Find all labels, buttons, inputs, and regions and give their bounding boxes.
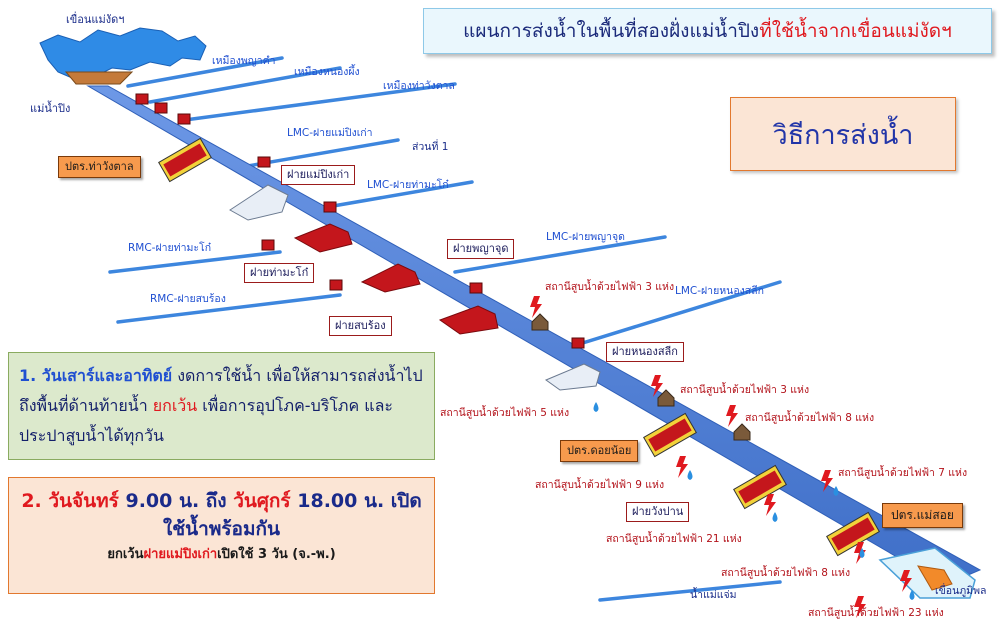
weir-box-tha-mako: ฝายท่ามะโก๋: [244, 263, 315, 284]
white-weirs: [229, 184, 601, 391]
pump-label-21: สถานีสูบน้ำด้วยไฟฟ้า 21 แห่ง: [606, 533, 742, 545]
weir-box-wang-pan: ฝายวังปาน: [626, 502, 690, 523]
weir-box-sop-rong: ฝายสบร้อง: [329, 316, 392, 337]
regulator-gates: [158, 137, 880, 557]
title-main: แผนการส่งน้ำในพื้นที่สองฝั่งแม่น้ำปิง: [463, 20, 760, 42]
label-rmc-tha-mako: RMC-ฝายท่ามะโก๋: [128, 242, 212, 254]
note2-line1: 2. วันจันทร์ 9.00 น. ถึง วันศุกร์ 18.00 …: [17, 488, 426, 514]
note2-num: 2. วันจันทร์: [21, 490, 119, 512]
note2-time-b: 18.00 น. เปิด: [290, 490, 422, 512]
note2-time-a: 9.00 น. ถึง: [118, 490, 234, 512]
label-lmc-mae-ping-kao: LMC-ฝายแม่ปิงเก่า: [287, 127, 373, 139]
pump-label-8a: สถานีสูบน้ำด้วยไฟฟ้า 8 แห่ง: [745, 412, 875, 424]
note2-l3-highlight: ฝายแม่ปิงเก่า: [143, 547, 218, 562]
label-mae-ping-river: แม่น้ำปิง: [30, 102, 71, 115]
label-rmc-sop-rong: RMC-ฝายสบร้อง: [150, 293, 226, 305]
note1-text-a: งดการใช้น้ำ เพื่อให้สามารถส่งน้ำไปถึงพื้…: [19, 366, 423, 415]
reservoir-shape: [39, 27, 207, 79]
label-bhumibol-dam: เขื่อนภูมิพล: [935, 585, 987, 597]
label-mae-chaem-river: น้ำแม่แจ่ม: [690, 589, 737, 601]
weir-box-mae-ping-kao: ฝายแม่ปิงเก่า: [281, 165, 356, 186]
note2-l3-b: เปิดใช้ 3 วัน (จ.-พ.): [217, 547, 336, 562]
label-mueang-nong-phueng: เหมืองหนองผึ้ง: [294, 66, 360, 78]
pump-label-3a: สถานีสูบน้ำด้วยไฟฟ้า 3 แห่ง: [545, 281, 675, 293]
canals: [108, 56, 782, 602]
weir-box-nong-salik: ฝายหนองสลีก: [606, 342, 684, 363]
mae-ping-river-channel: [86, 85, 982, 586]
note-weekend: 1. วันเสาร์และอาทิตย์ งดการใช้น้ำ เพื่อใ…: [8, 352, 435, 460]
label-mueang-phaya-kham: เหมืองพญาคำ: [212, 55, 276, 67]
project-box-mae-soi: ปตร.แม่สอย: [882, 503, 963, 529]
label-section-1: ส่วนที่ 1: [412, 141, 449, 153]
note2-l3-a: ยกเว้น: [107, 547, 144, 562]
note2-line2: ใช้น้ำพร้อมกัน: [163, 518, 280, 540]
label-dam-mae-ngat: เขื่อนแม่งัดฯ: [66, 13, 125, 26]
canal-head-gates: [135, 93, 585, 349]
pump-label-7: สถานีสูบน้ำด้วยไฟฟ้า 7 แห่ง: [838, 467, 968, 479]
pump-label-23: สถานีสูบน้ำด้วยไฟฟ้า 23 แห่ง: [808, 607, 944, 619]
pump-huts: [531, 313, 751, 441]
note1-highlight: ยกเว้น: [152, 396, 198, 415]
note1-text-b: เพื่อการอุปโภค-บริโภค และประปาสูบน้ำได้ท…: [19, 396, 393, 445]
dam-structure: [64, 71, 134, 85]
note-weekday: 2. วันจันทร์ 9.00 น. ถึง วันศุกร์ 18.00 …: [8, 477, 435, 594]
pump-label-8b: สถานีสูบน้ำด้วยไฟฟ้า 8 แห่ง: [721, 567, 851, 579]
title-highlight: ที่ใช้น้ำจากเขื่อนแม่งัดฯ: [759, 20, 952, 42]
project-box-doi-noi: ปตร.ดอยน้อย: [560, 440, 639, 463]
pump-label-3b: สถานีสูบน้ำด้วยไฟฟ้า 3 แห่ง: [680, 384, 810, 396]
label-lmc-phaya-chut: LMC-ฝายพญาจุด: [546, 231, 625, 243]
pump-label-5: สถานีสูบน้ำด้วยไฟฟ้า 5 แห่ง: [440, 407, 570, 419]
label-lmc-nong-salik: LMC-ฝายหนองสลีก: [675, 285, 764, 297]
weir-box-phaya-chut: ฝายพญาจุด: [447, 239, 515, 260]
pump-label-9: สถานีสูบน้ำด้วยไฟฟ้า 9 แห่ง: [535, 479, 665, 491]
project-box-tha-wang-tan: ปตร.ท่าวังตาล: [58, 156, 141, 179]
page-title: แผนการส่งน้ำในพื้นที่สองฝั่งแม่น้ำปิงที่…: [423, 8, 992, 54]
note2-day-b: วันศุกร์: [233, 490, 291, 512]
note1-heading: 1. วันเสาร์และอาทิตย์: [19, 366, 173, 385]
method-title-box: วิธีการส่งน้ำ: [730, 97, 956, 171]
weirs: [293, 223, 499, 335]
method-title: วิธีการส่งน้ำ: [772, 119, 914, 151]
label-lmc-tha-mako: LMC-ฝายท่ามะโก๋: [367, 179, 449, 191]
water-drop-icons: [593, 402, 915, 600]
note2-line3: ยกเว้นฝายแม่ปิงเก่าเปิดใช้ 3 วัน (จ.-พ.): [17, 544, 426, 566]
label-mueang-tha-wang-tan: เหมืองท่าวังตาล: [383, 80, 455, 92]
bhumibol-arrow: [917, 565, 953, 591]
